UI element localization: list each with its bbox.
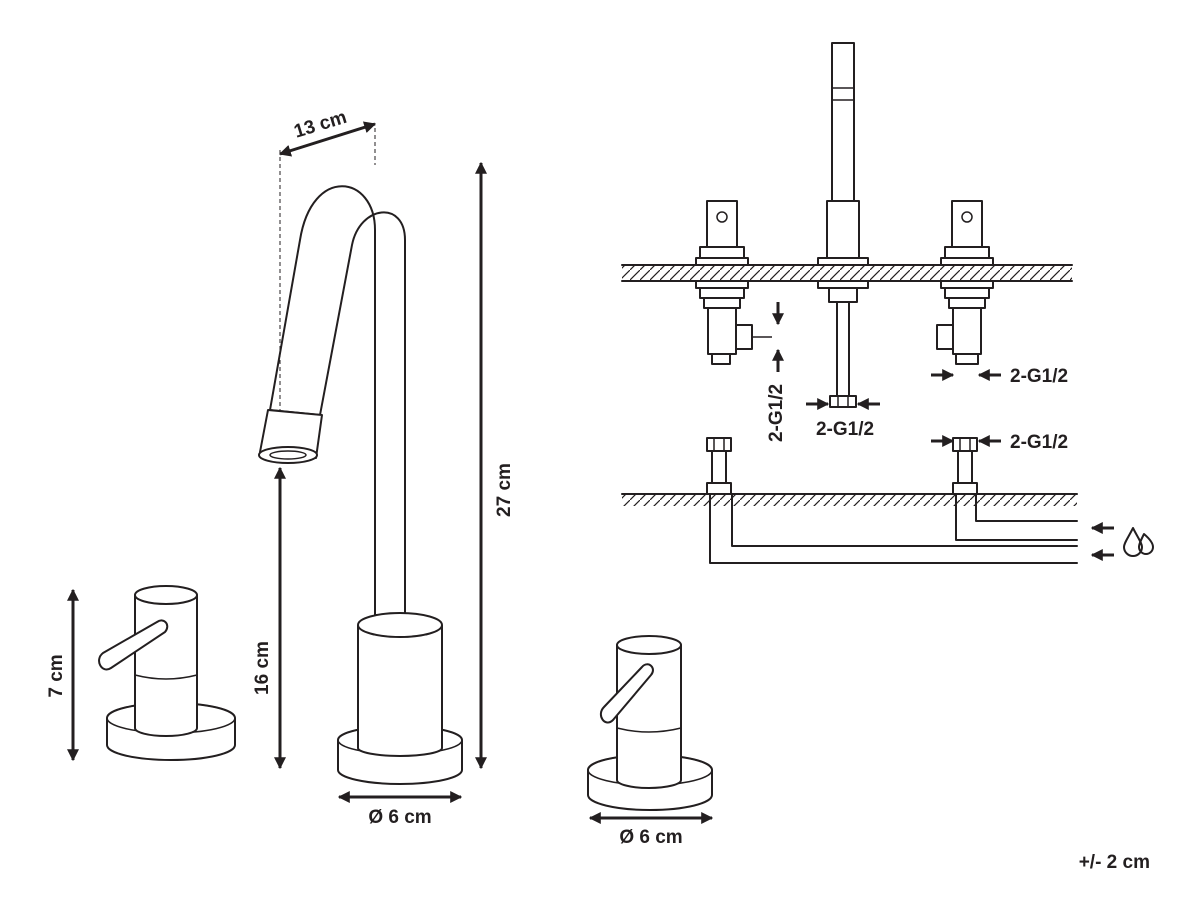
faucet-spout	[258, 128, 463, 785]
cold-supply-pipe-inner	[731, 493, 1078, 547]
handle-diameter-label: Ø 6 cm	[619, 827, 682, 848]
cold-supply-pipe	[955, 493, 1078, 541]
spout-neck	[269, 185, 406, 616]
right-handle-valve	[587, 635, 713, 811]
dimension-lines	[67, 121, 714, 824]
supply-fitting-connection-label: 2-G1/2	[1010, 432, 1068, 453]
hot-supply-pipe	[709, 493, 1078, 564]
floor-section	[622, 494, 1077, 506]
countertop-section	[622, 265, 1072, 281]
right-valve-lever	[599, 663, 654, 724]
spout-body	[357, 625, 443, 757]
left-valve-lever	[98, 619, 169, 671]
left-valve-section	[695, 200, 772, 365]
right-valve-section	[936, 200, 994, 365]
center-spout-connection-label: 2-G1/2	[816, 419, 874, 440]
spout-aerator	[258, 446, 318, 464]
left-valve-body	[134, 595, 198, 737]
total-height-label: 27 cm	[494, 463, 515, 517]
handle-height-label: 7 cm	[46, 654, 67, 697]
spout-reach-dimension	[278, 121, 377, 157]
spout-height-label: 16 cm	[252, 641, 273, 695]
spout-reach-label: 13 cm	[292, 107, 350, 143]
tolerance-label: +/- 2 cm	[1079, 852, 1150, 873]
center-spout-section	[817, 42, 869, 408]
left-valve-connection-label: 2-G1/2	[766, 384, 787, 442]
right-valve-connection-label: 2-G1/2	[1010, 366, 1068, 387]
spout-diameter-label: Ø 6 cm	[368, 807, 431, 828]
mounting-diagram	[621, 42, 1073, 410]
supply-diagram	[621, 435, 1154, 564]
water-drops-icon	[1123, 527, 1154, 557]
left-handle-valve	[98, 585, 236, 761]
